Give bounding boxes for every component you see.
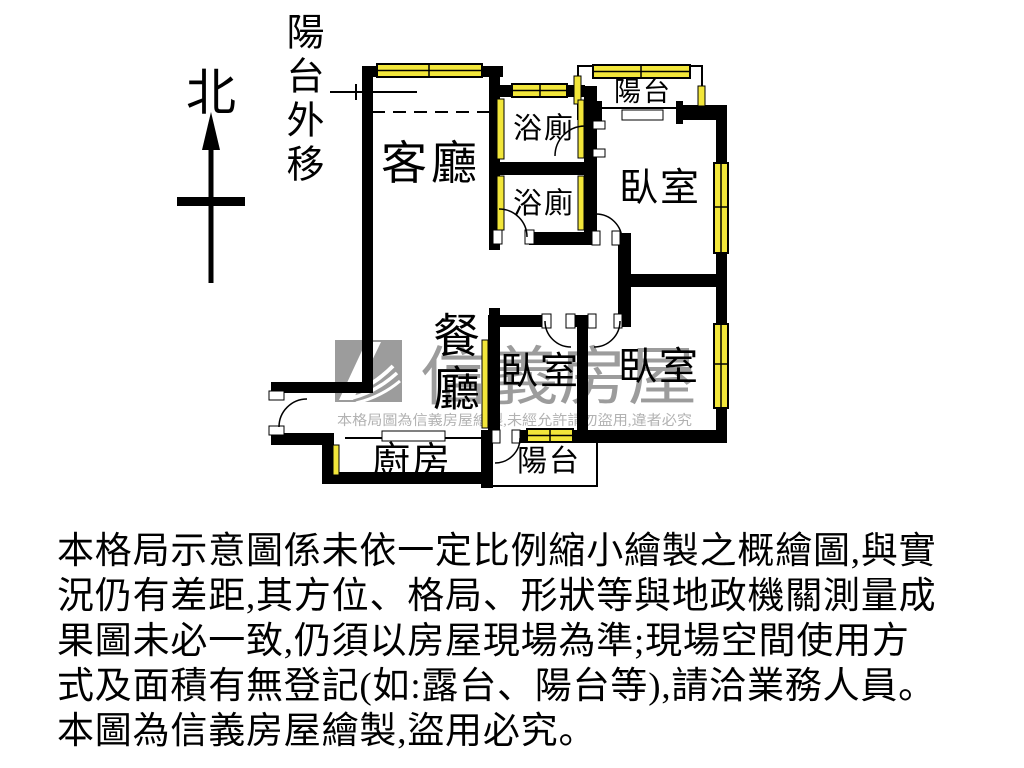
room-label-bath-lower: 浴廁 [513,188,576,220]
room-label-bedroom-upper: 臥室 [619,167,702,210]
bedroom-right-door [593,320,621,348]
floorplan-drawing: 信義房屋 本格局圖為信義房屋繪製,未經允許請勿盜用,違者必究 [177,63,729,488]
room-label-balcony-bottom: 陽台 [517,445,581,478]
bath-upper-door [554,125,586,157]
kitchen-counter [381,430,446,442]
room-label-kitchen: 廚房 [372,441,453,483]
windows [332,63,729,476]
disclaimer-line: 本圖為信義房屋繪製,盜用必究。 [57,711,597,752]
north-arrow [177,112,245,283]
entry-door [278,398,308,428]
north-label: 北 [186,65,236,121]
bedroom-upper-door [595,213,623,241]
doors [268,120,623,464]
room-label-bedroom-small: 臥室 [500,351,581,393]
disclaimer-line: 況仍有差距,其方位、格局、形狀等與地政機關測量成 [57,576,937,617]
watermark-notice-text: 本格局圖為信義房屋繪製,未經允許請勿盜用,違者必究 [337,412,692,429]
watermark: 信義房屋 本格局圖為信義房屋繪製,未經允許請勿盜用,違者必究 [335,340,697,429]
disclaimer-line: 式及面積有無登記(如:露台、陽台等),請洽業務人員。 [57,666,936,707]
disclaimer-line: 果圖未必一致,仍須以房屋現場為準;現場空間使用方 [57,621,910,662]
room-label-bath-upper: 浴廁 [513,113,576,145]
room-label-bedroom-right: 臥室 [618,346,701,389]
north-arrowhead-icon [202,112,220,150]
room-label-balcony-top: 陽台 [614,77,672,107]
walls [271,66,727,488]
balcony-extension-label: 陽台外移 [280,12,322,188]
bedroom-small-door [544,320,572,348]
sliding-door [621,109,664,121]
disclaimer-line: 本格局示意圖係未依一定比例縮小繪製之概繪圖,與實 [57,531,937,572]
watermark-brand-text: 信義房屋 [420,342,697,413]
disclaimer-text: 本格局示意圖係未依一定比例縮小繪製之概繪圖,與實 況仍有差距,其方位、格局、形狀… [57,529,987,754]
balcony-door [494,437,521,464]
room-label-dining: 餐廳 [425,311,477,417]
room-label-living: 客廳 [381,138,481,189]
bath-lower-door [498,208,528,238]
